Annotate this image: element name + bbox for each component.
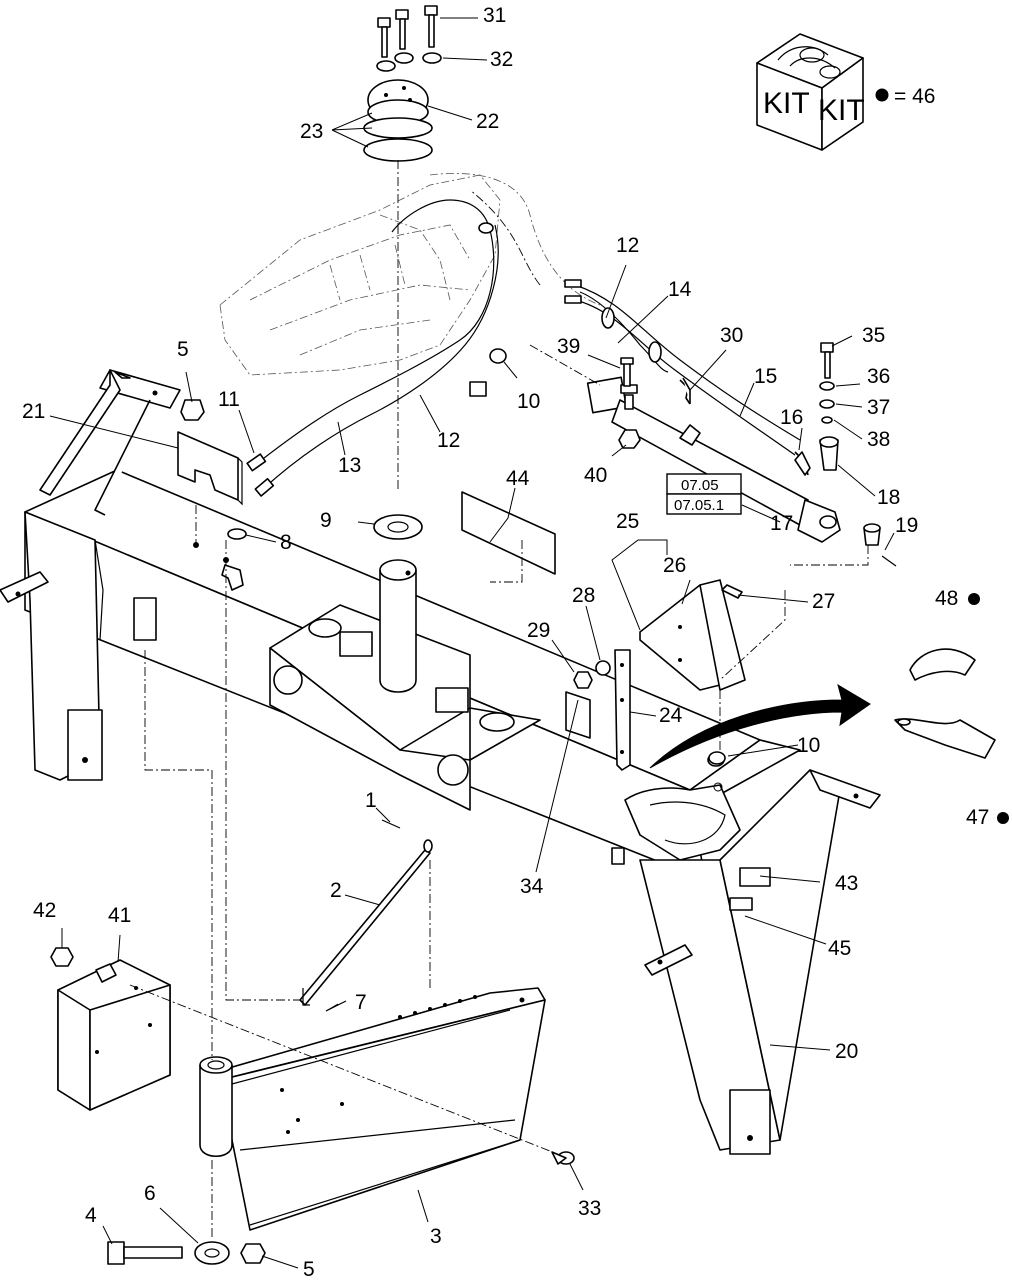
callout-43: 43 xyxy=(835,872,858,895)
callout-10-upper: 10 xyxy=(517,390,540,413)
alignment-lines xyxy=(129,189,869,1240)
kit-label-right: KIT xyxy=(818,94,865,127)
guard-3 xyxy=(219,987,546,1231)
ghost-machine-outline xyxy=(219,173,601,376)
callout-6: 6 xyxy=(144,1182,156,1205)
callout-48: 48 xyxy=(935,587,958,610)
callout-47: 47 xyxy=(966,806,989,829)
top-bolts xyxy=(376,5,442,72)
kit-bullet-icon xyxy=(875,88,889,102)
part-47 xyxy=(894,718,996,759)
top-plate-and-rings xyxy=(363,79,433,162)
callout-29: 29 xyxy=(527,619,550,642)
callout-19: 19 xyxy=(895,514,918,537)
callout-12-upper: 12 xyxy=(616,234,639,257)
bottom-fasteners xyxy=(107,1151,575,1265)
callout-2: 2 xyxy=(330,879,342,902)
callout-17: 17 xyxy=(770,512,793,535)
callout-35: 35 xyxy=(862,324,885,347)
callout-25: 25 xyxy=(616,510,639,533)
ref-top: 07.05 xyxy=(681,477,719,494)
callout-11: 11 xyxy=(218,388,240,411)
callout-10-lower: 10 xyxy=(797,734,820,757)
callout-33: 33 xyxy=(578,1197,601,1220)
bar-24 xyxy=(614,649,631,771)
plate-26 xyxy=(639,579,746,691)
part-48 xyxy=(909,648,976,681)
callout-30: 30 xyxy=(720,324,743,347)
callout-15: 15 xyxy=(754,365,777,388)
callout-41: 41 xyxy=(108,904,131,927)
callout-22: 22 xyxy=(476,110,499,133)
kit-bullet-47-icon xyxy=(997,812,1009,824)
decal-34 xyxy=(565,691,591,739)
ref-bottom: 07.05.1 xyxy=(674,497,724,514)
callout-5-top: 5 xyxy=(177,338,189,361)
callout-3: 3 xyxy=(430,1225,442,1248)
callout-7: 7 xyxy=(355,991,367,1014)
kit-legend: = 46 xyxy=(894,85,935,108)
hydraulic-hoses xyxy=(246,199,507,497)
direction-arrow-icon xyxy=(649,683,871,769)
callout-4: 4 xyxy=(85,1204,97,1227)
plate-41 xyxy=(50,947,171,1111)
kit-label-left: KIT xyxy=(763,87,810,120)
leader-lines xyxy=(49,17,895,1269)
callout-40: 40 xyxy=(584,464,607,487)
callout-27: 27 xyxy=(812,590,835,613)
callout-18: 18 xyxy=(877,486,900,509)
callout-21: 21 xyxy=(22,400,45,423)
callout-32: 32 xyxy=(490,48,513,71)
callout-5-bottom: 5 xyxy=(303,1258,315,1281)
rod-2 xyxy=(299,849,431,1006)
kit-box-icon: KIT KIT xyxy=(756,33,865,151)
callout-31: 31 xyxy=(483,4,506,27)
callout-26: 26 xyxy=(663,554,686,577)
callout-9: 9 xyxy=(320,509,332,532)
callout-28: 28 xyxy=(572,584,595,607)
reference-box[interactable]: 07.05 07.05.1 xyxy=(666,473,742,515)
hydraulic-cylinder xyxy=(586,376,841,543)
callout-12-lower: 12 xyxy=(437,429,460,452)
callout-44: 44 xyxy=(506,467,530,490)
kit-bullet-48-icon xyxy=(968,593,980,605)
callout-36: 36 xyxy=(867,365,890,388)
callout-42: 42 xyxy=(33,899,56,922)
pins-and-small-fasteners xyxy=(618,342,897,567)
callout-23: 23 xyxy=(300,120,323,143)
callout-labels: 31 32 22 23 5 11 21 13 12 12 14 30 15 16… xyxy=(22,4,989,1281)
callout-39: 39 xyxy=(557,335,580,358)
callout-8: 8 xyxy=(280,531,292,554)
decal-44 xyxy=(461,491,556,575)
callout-38: 38 xyxy=(867,428,890,451)
callout-20: 20 xyxy=(835,1040,858,1063)
callout-16: 16 xyxy=(780,406,803,429)
callout-34: 34 xyxy=(520,875,544,898)
callout-24: 24 xyxy=(659,704,683,727)
callout-14: 14 xyxy=(668,278,692,301)
callout-13: 13 xyxy=(338,454,361,477)
callout-45: 45 xyxy=(828,937,851,960)
callout-37: 37 xyxy=(867,396,890,419)
callout-1: 1 xyxy=(365,789,377,812)
shield-plate-21 xyxy=(177,399,247,591)
